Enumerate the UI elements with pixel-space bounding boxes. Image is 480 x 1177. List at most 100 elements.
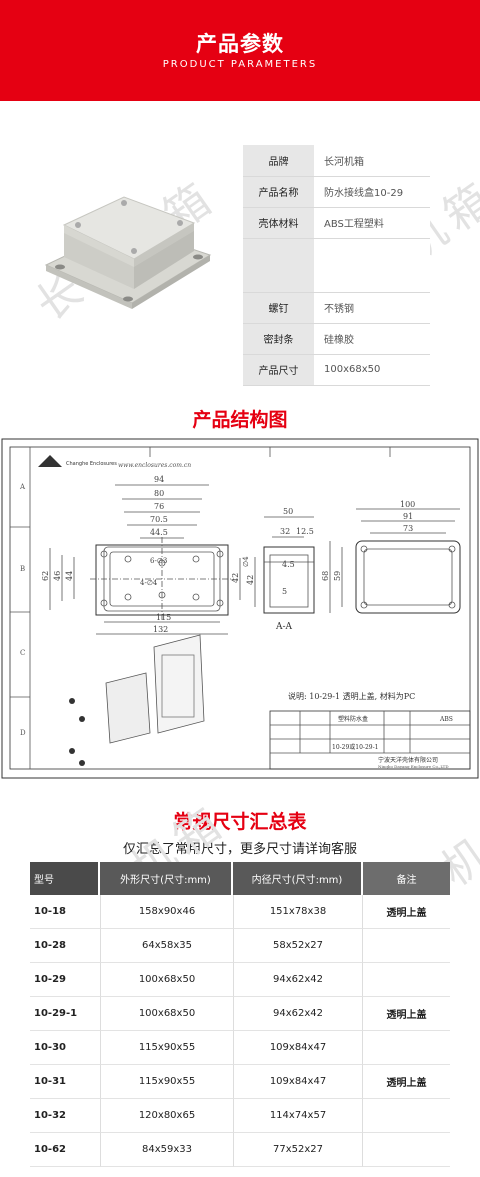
param-value: 防水接线盒10-29 [314,176,430,208]
cell-inner: 114x74x57 [233,1099,363,1133]
dim-label: 59 [333,571,342,581]
hole-label: 6-∅3 [150,557,167,565]
structure-title: 产品结构图 [192,409,288,431]
param-value: ABS工程塑料 [314,207,430,239]
param-value: 硅橡胶 [314,323,430,355]
exploded-illustration [69,634,205,766]
summary-title: 常规尺寸汇总表 [173,811,307,833]
hole-label: 4-∅4 [140,579,158,587]
material: ABS [439,716,453,723]
summary-note: 仅汇总了常用尺寸，更多尺寸请详询客服 [122,842,357,857]
cell-note [363,1031,450,1065]
cell-inner: 151x78x38 [233,895,363,929]
cell-model: 10-31 [30,1065,100,1099]
dim-label: ∅4 [242,556,250,567]
cell-outer: 158x90x46 [100,895,233,929]
param-label: 产品尺寸 [243,354,314,386]
dim-label: 50 [283,507,293,516]
row-label: B [20,565,25,573]
param-value [314,238,430,293]
cell-note [363,929,450,963]
cell-model: 10-28 [30,929,100,963]
right-view: 100 91 73 68 59 [321,500,461,614]
title-block: 塑料防水盒 ABS 10-29或10-29-1 宁波天洋壳体有限公司 Ningb… [269,710,471,770]
cell-inner: 77x52x27 [233,1133,363,1167]
dim-label: 132 [153,625,168,634]
cell-model: 10-29-1 [30,997,100,1031]
column-header: 外形尺寸(尺寸:mm) [100,862,233,895]
param-label: 壳体材料 [243,207,314,239]
brand-logo: Changhe Enclosures [38,455,117,467]
dim-label: 94 [154,475,164,484]
dim-label: 62 [41,571,50,581]
model-number: 10-29或10-29-1 [332,743,378,751]
cell-note [363,1133,450,1167]
cell-outer: 115x90x55 [100,1031,233,1065]
column-header: 备注 [363,862,450,895]
param-label: 密封条 [243,323,314,355]
row-label: A [19,483,26,491]
cell-outer: 64x58x35 [100,929,233,963]
dim-label: 42 [231,573,240,583]
dim-label: 100 [400,500,415,509]
company-name-en: Ningbo Dayang Enclosure Co.,LTD [378,764,449,769]
cell-outer: 120x80x65 [100,1099,233,1133]
table-header-row: 型号 外形尺寸(尺寸:mm) 内径尺寸(尺寸:mm) 备注 [30,862,450,895]
dim-label: 4.5 [282,560,295,569]
column-header: 内径尺寸(尺寸:mm) [233,862,363,895]
cell-model: 10-18 [30,895,100,929]
cell-outer: 84x59x33 [100,1133,233,1167]
param-row: 密封条硅橡胶 [243,323,430,355]
cell-note: 透明上盖 [363,895,450,929]
param-value: 100x68x50 [314,354,430,386]
cell-outer: 100x68x50 [100,997,233,1031]
cell-inner: 109x84x47 [233,1031,363,1065]
cell-note [363,1099,450,1133]
param-label [243,238,314,293]
cell-model: 10-29 [30,963,100,997]
section-view: 50 32 12.5 4.5 5 42 ∅4 A-A [242,507,315,632]
cell-model: 10-32 [30,1099,100,1133]
dim-label: 44.5 [150,528,168,537]
param-row: 品牌长河机箱 [243,145,430,177]
cell-model: 10-30 [30,1031,100,1065]
param-value: 不锈钢 [314,292,430,324]
front-view: 94 80 76 70.5 44.5 6-∅3 4-∅4 115 132 62 … [41,475,241,635]
dim-label: 80 [154,489,164,498]
section-label: A-A [275,622,293,632]
dim-label: 76 [154,502,164,511]
brand-name: Changhe Enclosures [66,461,117,467]
part-name: 塑料防水盒 [338,715,368,723]
param-row [243,238,430,293]
param-row: 螺钉不锈钢 [243,292,430,324]
column-header: 型号 [30,862,100,895]
dim-label: 32 [280,527,290,536]
dim-label: 73 [403,524,413,533]
dim-label: 68 [321,571,330,581]
param-label: 品牌 [243,145,314,177]
param-value: 长河机箱 [314,145,430,177]
dim-label: 70.5 [150,515,168,524]
row-label: C [20,649,25,657]
row-label: D [20,729,26,737]
cell-model: 10-62 [30,1133,100,1167]
cell-note: 透明上盖 [363,1065,450,1099]
cell-note [363,963,450,997]
technical-drawing: A B C D Changhe Enclosures www.enclosure… [1,438,479,779]
section-header: 产品参数 PRODUCT PARAMETERS [0,0,480,101]
param-label: 螺钉 [243,292,314,324]
cell-outer: 115x90x55 [100,1065,233,1099]
param-label: 产品名称 [243,176,314,208]
dim-label: 44 [65,571,74,581]
dim-label: 46 [53,571,62,581]
page-title: 产品参数 [196,32,284,56]
dim-label: 115 [156,613,171,622]
